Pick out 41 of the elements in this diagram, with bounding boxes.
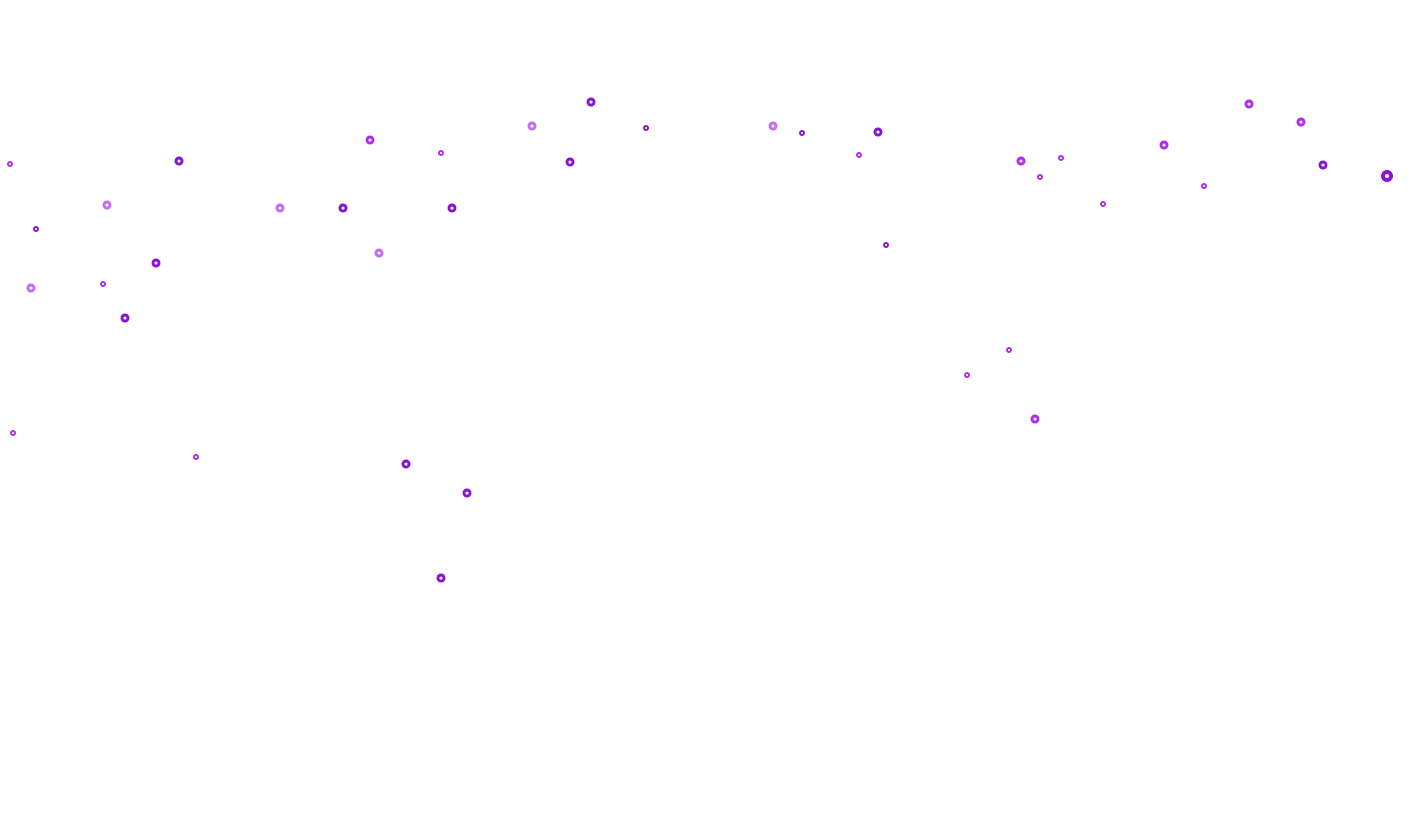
dot (873, 127, 883, 137)
dot (1201, 183, 1207, 189)
dot (120, 313, 130, 323)
dot (1244, 99, 1254, 109)
dot (1006, 347, 1012, 353)
dot (438, 150, 444, 156)
dot (964, 372, 970, 378)
dot (100, 281, 106, 287)
dot (643, 125, 649, 131)
dot (1058, 155, 1064, 161)
dot (374, 248, 384, 258)
dot (275, 203, 285, 213)
dot (401, 459, 411, 469)
dot (799, 130, 805, 136)
dot (151, 258, 161, 268)
dot (1100, 201, 1106, 207)
dot (462, 488, 472, 498)
dot (436, 573, 446, 583)
dot (102, 200, 112, 210)
dot (365, 135, 375, 145)
dot (447, 203, 457, 213)
dot (10, 430, 16, 436)
dot (7, 161, 13, 167)
dot (586, 97, 596, 107)
dot (174, 156, 184, 166)
dot (527, 121, 537, 131)
dot (1030, 414, 1040, 424)
dot (338, 203, 348, 213)
dot (768, 121, 778, 131)
dot (1159, 140, 1169, 150)
dot (1037, 174, 1043, 180)
dot (26, 283, 36, 293)
dot (33, 226, 39, 232)
dot (883, 242, 889, 248)
dot (856, 152, 862, 158)
dot (1296, 117, 1306, 127)
dot (1318, 160, 1328, 170)
dot (193, 454, 199, 460)
dot (1381, 170, 1393, 182)
dot (565, 157, 575, 167)
dot (1016, 156, 1026, 166)
